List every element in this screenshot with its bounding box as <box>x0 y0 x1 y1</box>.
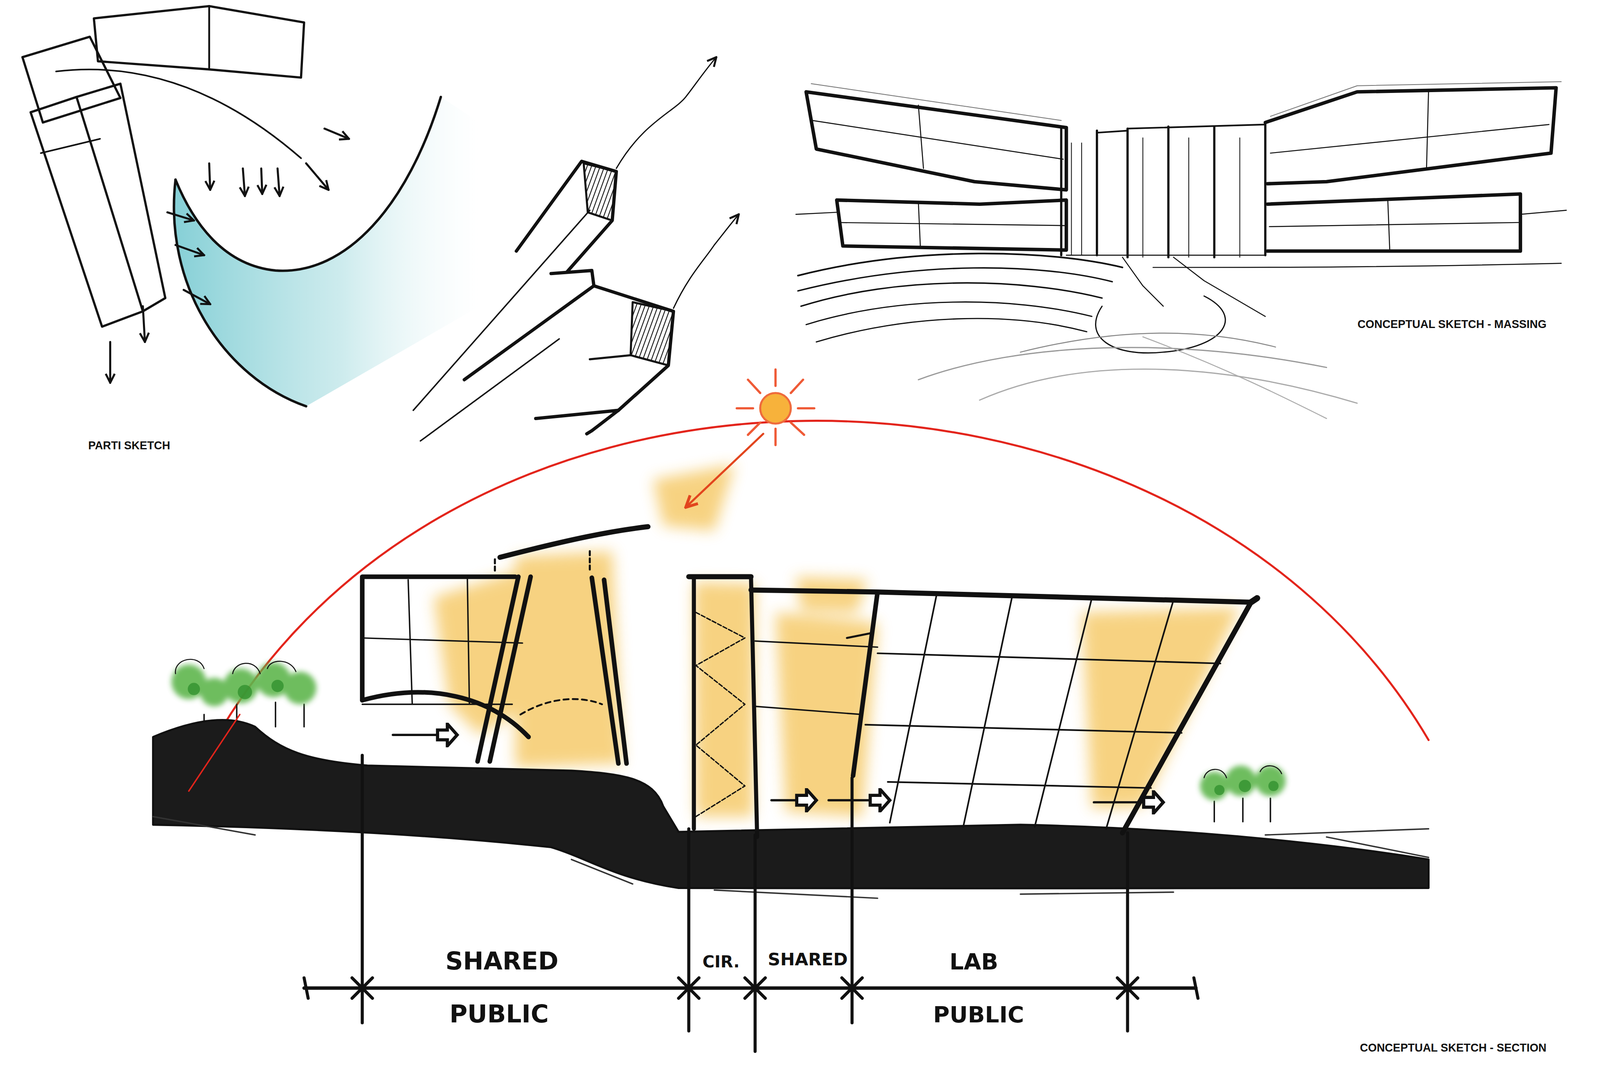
zone-label: LAB <box>947 949 1001 975</box>
sun-symbol <box>685 369 815 508</box>
zone-dimension-lines <box>304 755 1198 1051</box>
parti-sketch <box>22 6 739 441</box>
sheet-caption: PARTI SKETCH <box>85 438 173 453</box>
sheet-caption: CONCEPTUAL SKETCH - MASSING <box>1355 317 1550 331</box>
zone-label: PUBLIC <box>930 1002 1027 1028</box>
massing-sketch <box>795 81 1567 419</box>
zone-label: CIR. <box>700 952 743 971</box>
sheet-caption: CONCEPTUAL SKETCH - SECTION <box>1357 1040 1550 1055</box>
zone-label: PUBLIC <box>447 1000 552 1028</box>
zone-label: SHARED <box>765 949 851 970</box>
section-sketch <box>152 369 1429 1052</box>
zone-label: SHARED <box>442 947 561 975</box>
